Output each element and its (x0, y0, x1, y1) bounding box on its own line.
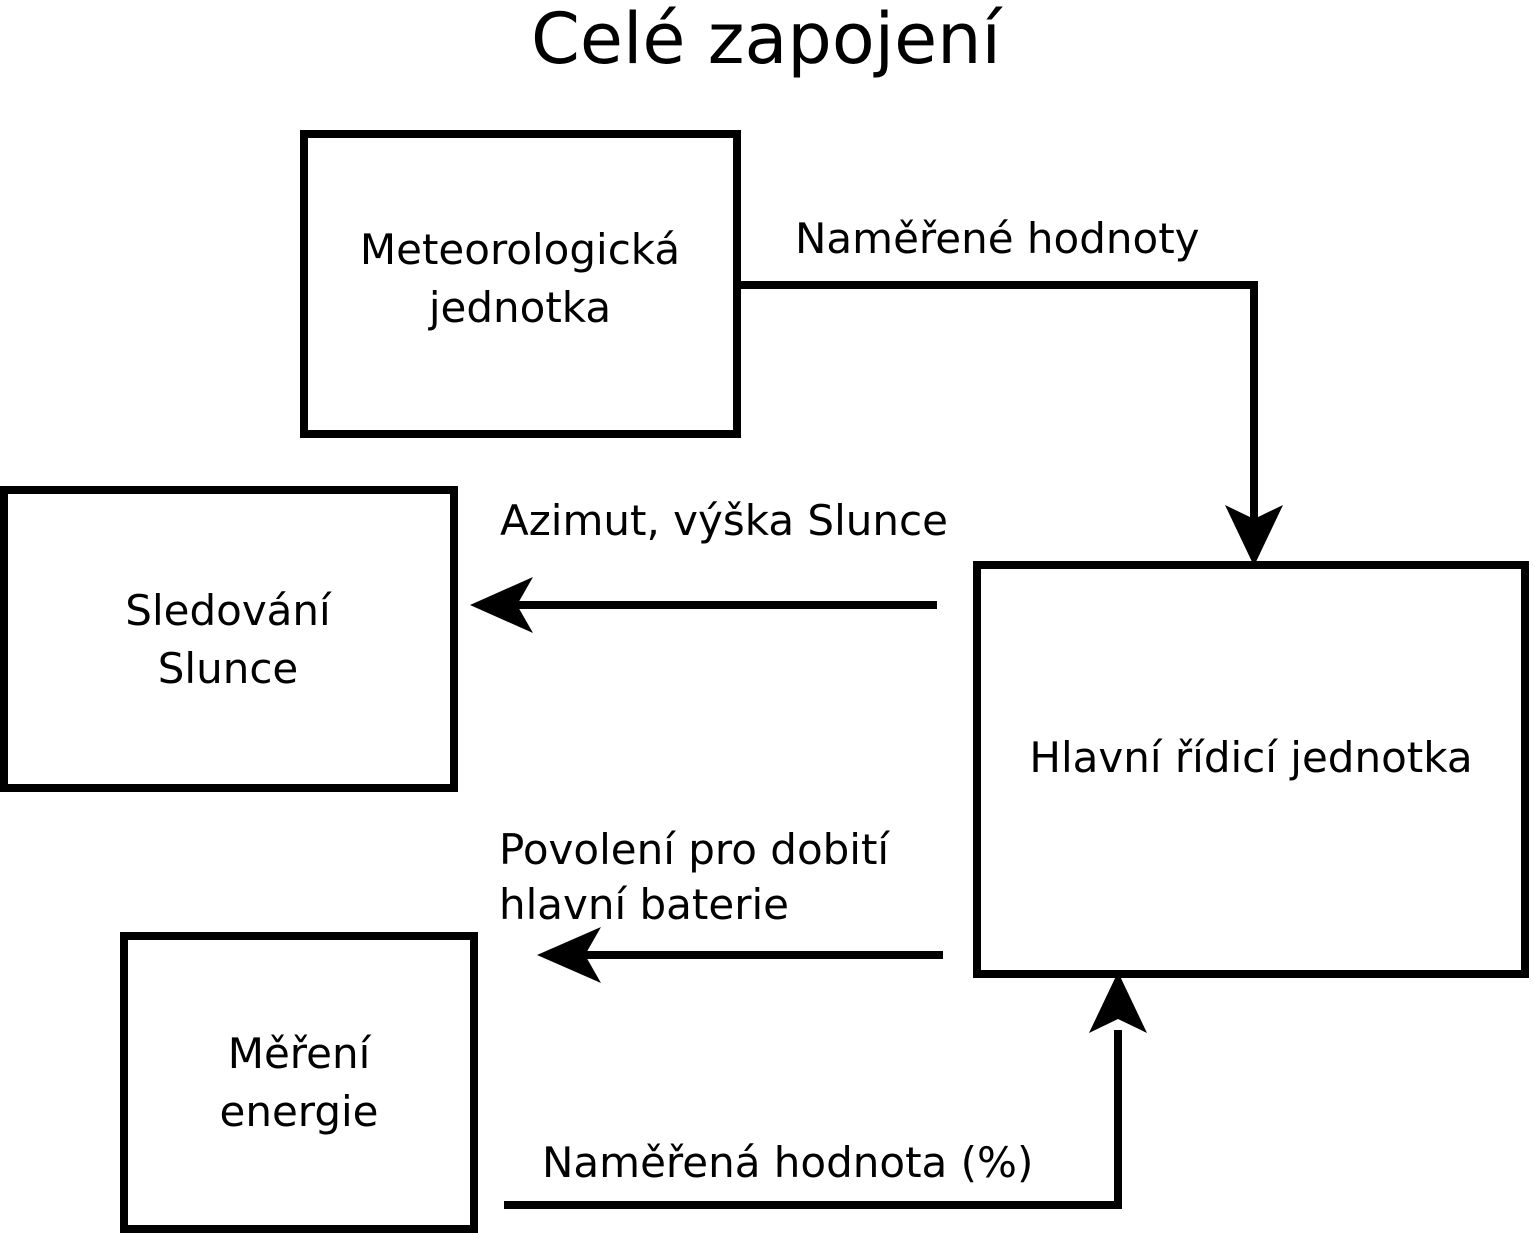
node-main-control-unit[interactable]: Hlavní řídicí jednotka (973, 561, 1529, 978)
node-main-control-unit-rect (973, 561, 1529, 978)
node-sun-tracking-label-line2: Slunce (158, 644, 299, 693)
node-energy-measurement-label-line1: Měření (228, 1029, 372, 1078)
page-title: Celé zapojení (531, 0, 1003, 80)
node-weather-unit-rect (300, 130, 741, 438)
node-weather-unit-label-line2: jednotka (428, 283, 611, 332)
edge-measured-percent-arrowhead (1089, 972, 1147, 1033)
edge-measured-percent-line (504, 1030, 1122, 1209)
node-sun-tracking-label-line1: Sledování (125, 586, 332, 635)
node-sun-tracking-rect (0, 486, 458, 792)
edge-measured-percent: Naměřená hodnota (%) (504, 972, 1147, 1209)
node-energy-measurement-label-line2: energie (220, 1087, 379, 1136)
node-weather-unit[interactable]: Meteorologická jednotka (300, 130, 741, 438)
edge-charge-permission-arrowhead (537, 927, 601, 983)
edge-measured-values: Naměřené hodnoty (737, 214, 1283, 566)
edge-charge-permission: Povolení pro dobití hlavní baterie (499, 825, 943, 983)
node-weather-unit-label-line1: Meteorologická (360, 225, 680, 274)
edge-measured-percent-label: Naměřená hodnota (%) (542, 1138, 1033, 1187)
edge-measured-values-label: Naměřené hodnoty (795, 214, 1200, 263)
edge-charge-permission-label-line2: hlavní baterie (499, 880, 789, 929)
node-sun-tracking[interactable]: Sledování Slunce (0, 486, 458, 792)
node-energy-measurement[interactable]: Měření energie (120, 932, 478, 1233)
edge-measured-values-line (737, 281, 1258, 520)
node-main-control-unit-label: Hlavní řídicí jednotka (1029, 733, 1472, 782)
node-energy-measurement-rect (120, 932, 478, 1233)
edge-charge-permission-label-line1: Povolení pro dobití (499, 825, 890, 874)
edge-azimuth-altitude: Azimut, výška Slunce (470, 496, 948, 633)
edge-azimuth-altitude-arrowhead (470, 577, 533, 633)
edge-azimuth-altitude-label: Azimut, výška Slunce (500, 496, 948, 545)
edge-measured-values-arrowhead (1225, 505, 1283, 566)
